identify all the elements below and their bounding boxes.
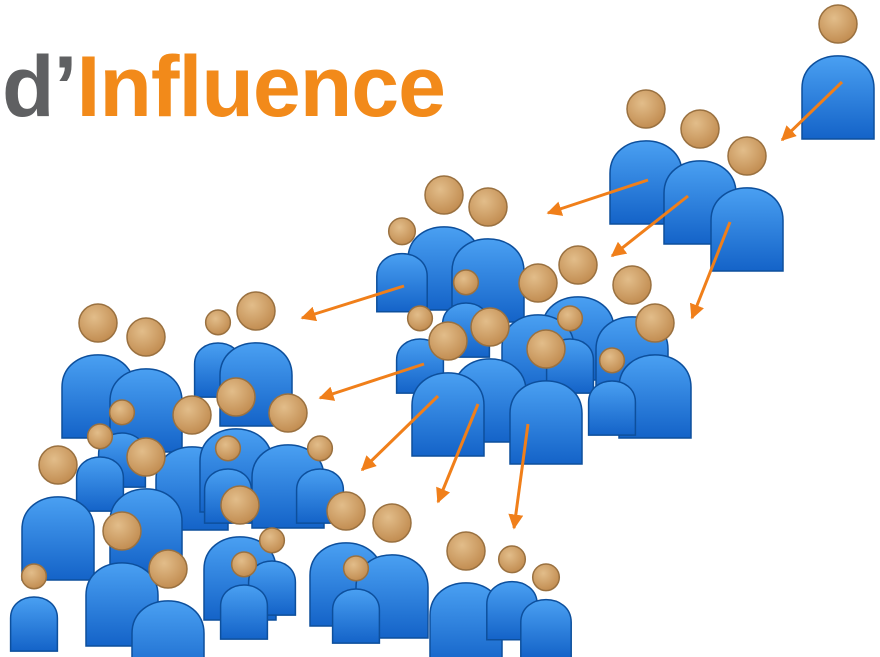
- person-body: [801, 55, 875, 140]
- person-head: [148, 549, 188, 589]
- person-head: [214, 435, 242, 462]
- person-head: [230, 551, 258, 578]
- person-head: [556, 305, 584, 332]
- person-figure: [509, 329, 583, 465]
- person-body: [21, 496, 95, 581]
- diagram-title: d’Influence: [2, 44, 446, 130]
- person-figure: [710, 136, 784, 272]
- person-head: [680, 109, 720, 149]
- person-head: [558, 245, 598, 285]
- person-head: [326, 491, 366, 531]
- person-body: [710, 187, 784, 272]
- person-figure: [9, 563, 59, 652]
- person-head: [598, 347, 626, 374]
- person-head: [20, 563, 48, 590]
- person-head: [372, 503, 412, 543]
- influence-arrow: [318, 362, 425, 401]
- influence-arrow: [780, 80, 844, 142]
- person-figure: [520, 563, 572, 657]
- person-head: [172, 395, 212, 435]
- influence-arrow: [360, 394, 440, 472]
- person-head: [102, 511, 142, 551]
- person-head: [342, 555, 370, 582]
- people-layer: [9, 4, 875, 657]
- influence-arrow: [300, 284, 405, 322]
- person-head: [424, 175, 464, 215]
- person-head: [626, 89, 666, 129]
- person-head: [818, 4, 858, 44]
- title-word: Influence: [76, 39, 446, 135]
- influence-arrow: [689, 221, 732, 320]
- person-head: [635, 303, 675, 343]
- person-head: [406, 305, 434, 332]
- influence-arrow: [546, 178, 649, 216]
- person-body: [618, 354, 692, 439]
- person-head: [428, 321, 468, 361]
- person-figure: [219, 551, 269, 640]
- person-figure: [75, 423, 125, 512]
- person-head: [258, 527, 286, 554]
- person-head: [216, 377, 256, 417]
- person-body: [331, 588, 381, 644]
- person-head: [236, 291, 276, 331]
- person-body: [219, 584, 269, 640]
- person-head: [387, 217, 417, 246]
- person-head: [86, 423, 114, 450]
- influence-arrow: [508, 423, 530, 530]
- person-head: [518, 263, 558, 303]
- person-head: [220, 485, 260, 525]
- person-figure: [618, 303, 692, 439]
- person-head: [727, 136, 767, 176]
- person-head: [268, 393, 308, 433]
- person-head: [612, 265, 652, 305]
- influence-arrow: [436, 403, 480, 504]
- person-head: [446, 531, 486, 571]
- person-body: [376, 253, 428, 313]
- person-body: [75, 456, 125, 512]
- person-head: [126, 437, 166, 477]
- person-head: [452, 269, 480, 296]
- person-body: [9, 596, 59, 652]
- person-head: [108, 399, 136, 426]
- person-head: [78, 303, 118, 343]
- person-body: [587, 380, 637, 436]
- person-body: [509, 380, 583, 465]
- arrows-layer: [300, 80, 844, 530]
- person-figure: [109, 317, 183, 453]
- influence-arrow: [610, 194, 689, 258]
- person-figure: [21, 445, 95, 581]
- person-figure: [587, 347, 637, 436]
- title-prefix: d’: [2, 39, 77, 135]
- person-head: [526, 329, 566, 369]
- person-figure: [131, 549, 205, 657]
- person-figure: [376, 217, 428, 313]
- person-body: [520, 599, 572, 657]
- person-head: [497, 545, 527, 574]
- person-body: [131, 600, 205, 657]
- person-head: [470, 307, 510, 347]
- person-figure: [451, 187, 525, 323]
- person-head: [204, 309, 232, 336]
- person-head: [468, 187, 508, 227]
- person-head: [38, 445, 78, 485]
- person-head: [531, 563, 561, 592]
- person-figure: [429, 531, 503, 657]
- person-figure: [331, 555, 381, 644]
- person-head: [306, 435, 334, 462]
- person-head: [126, 317, 166, 357]
- person-figure: [801, 4, 875, 140]
